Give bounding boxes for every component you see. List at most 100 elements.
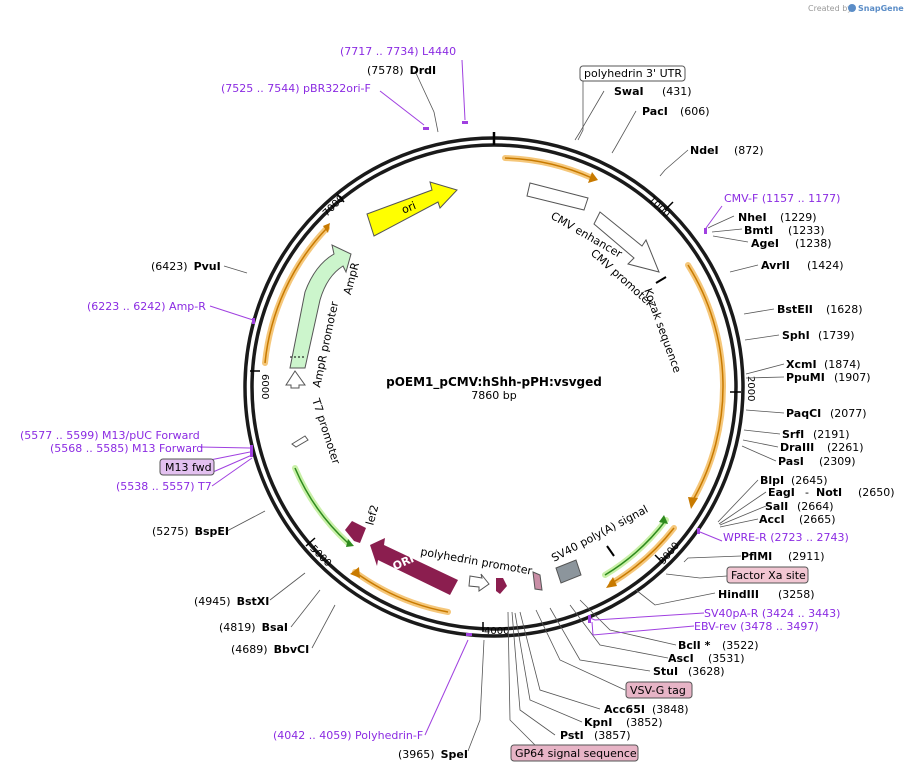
primer-leader-lines <box>199 59 723 736</box>
eagi-name: EagI <box>768 486 795 499</box>
vsvg-tag-feature[interactable] <box>532 571 543 591</box>
bspei-pos: (5275) <box>152 525 189 538</box>
draiii-name: DraIII <box>780 441 814 454</box>
blpi-name: BlpI <box>760 474 784 487</box>
asci-pos: (3531) <box>708 652 745 665</box>
swai-pos: (431) <box>662 85 692 98</box>
paci-name: PacI <box>642 105 668 118</box>
ampr-feature[interactable] <box>289 244 352 369</box>
hindiii-pos: (3258) <box>778 588 815 601</box>
polyhedrin3utr-tag: polyhedrin 3' UTR <box>584 67 682 80</box>
orf-arrowheads <box>323 172 698 588</box>
gp64-tag: GP64 signal sequence <box>515 747 637 760</box>
ppumi-pos: (1907) <box>834 371 871 384</box>
bstxi-pos: (4945) <box>194 595 231 608</box>
bsai-name: BsaI <box>262 621 288 634</box>
kpni-name: KpnI <box>584 716 612 729</box>
m13fwd-tag-box[interactable] <box>159 458 215 476</box>
cmvf-primer: CMV-F (1157 .. 1177) <box>724 192 840 205</box>
sali-pos: (2664) <box>797 500 834 513</box>
ori-label: ori <box>400 199 418 216</box>
gp64-feature[interactable] <box>496 578 507 594</box>
vsvg-tag-box[interactable] <box>625 681 693 699</box>
ppumi-name: PpuMI <box>786 371 825 384</box>
hindiii-name: HindIII <box>718 588 759 601</box>
snapgene-logo-icon <box>848 4 856 12</box>
sv40par-primer: SV40pA-R (3424 .. 3443) <box>704 607 840 620</box>
pflmi-pos: (2911) <box>788 550 825 563</box>
pvui-name: PvuI <box>194 260 221 273</box>
bspei-name: BspEI <box>195 525 229 538</box>
t7-promoter-arrow[interactable] <box>291 435 309 448</box>
cmv-enhancer-feature[interactable] <box>526 182 589 211</box>
tick-2000: 2000 <box>745 376 756 401</box>
bsteii-name: BstEII <box>777 303 813 316</box>
psti-name: PstI <box>560 729 584 742</box>
asci-name: AscI <box>668 652 694 665</box>
agei-pos: (1238) <box>795 237 832 250</box>
vsvg-tag: VSV-G tag <box>630 684 686 697</box>
tick-marks <box>250 193 741 632</box>
orf603-feature[interactable] <box>370 538 458 595</box>
t7-primer: (5538 .. 5557) T7 <box>116 480 212 493</box>
ampr-primer: (6223 .. 6242) Amp-R <box>87 300 206 313</box>
swai-name: SwaI <box>614 85 644 98</box>
gp64-tag-box[interactable] <box>510 744 639 762</box>
bmti-name: BmtI <box>744 224 773 237</box>
spei-name: SpeI <box>441 748 468 761</box>
bcli-pos: (3522) <box>722 639 759 652</box>
bbvci-name: BbvCI <box>274 643 310 656</box>
credit-brand: SnapGene <box>858 4 904 13</box>
factorxa-tag-box[interactable] <box>726 566 809 584</box>
kozak-label: Kozak sequence <box>641 287 684 375</box>
lef2-feature[interactable] <box>345 521 366 543</box>
green-arcs <box>294 467 667 576</box>
ndei-pos: (872) <box>734 144 764 157</box>
avrii-name: AvrII <box>761 259 790 272</box>
pvui-pos: (6423) <box>151 260 188 273</box>
ampr-promoter-arrow[interactable] <box>285 370 306 389</box>
xcmi-pos: (1874) <box>824 358 861 371</box>
pflmi-name: PflMI <box>741 550 772 563</box>
eagi-pos: (2650) <box>858 486 895 499</box>
polyhedrin-promoter-arrow[interactable] <box>468 573 490 592</box>
srfi-name: SrfI <box>782 428 804 441</box>
acc65i-pos: (3848) <box>652 703 689 716</box>
polyhedrin3utr-tag-box[interactable] <box>579 65 686 82</box>
lef2-label: lef2 <box>363 503 381 526</box>
bbvci-pos: (4689) <box>231 643 268 656</box>
orf-arcs <box>264 157 724 613</box>
pbr322orif-primer: (7525 .. 7544) pBR322ori-F <box>221 82 371 95</box>
agei-name: AgeI <box>751 237 779 250</box>
t7-promoter-label: T7 promoter <box>309 396 343 466</box>
blpi-pos: (2645) <box>791 474 828 487</box>
acci-pos: (2665) <box>799 513 836 526</box>
m13fwd-primer: (5568 .. 5585) M13 Forward <box>50 442 203 455</box>
green-arrowhead-1 <box>659 515 668 524</box>
cmv-promoter-feature[interactable] <box>593 211 660 273</box>
srfi-pos: (2191) <box>813 428 850 441</box>
tick-4000: 4000 <box>484 626 509 637</box>
ebvrev-primer: EBV-rev (3478 .. 3497) <box>694 620 819 633</box>
m13fwd-tag: M13 fwd <box>165 461 212 474</box>
drdi-pos: (7578) <box>367 64 404 77</box>
sali-name: SalI <box>765 500 788 513</box>
paqci-pos: (2077) <box>830 407 867 420</box>
pasi-name: PasI <box>778 455 804 468</box>
spei-pos: (3965) <box>398 748 435 761</box>
drdi-name: DrdI <box>410 64 437 77</box>
stui-pos: (3628) <box>688 665 725 678</box>
ndei-name: NdeI <box>690 144 719 157</box>
sphi-name: SphI <box>782 329 810 342</box>
psti-pos: (3857) <box>594 729 631 742</box>
nhei-pos: (1229) <box>780 211 817 224</box>
nhei-name: NheI <box>738 211 767 224</box>
site-leader-lines <box>223 70 785 752</box>
bsteii-pos: (1628) <box>826 303 863 316</box>
bstxi-name: BstXI <box>237 595 270 608</box>
acci-name: AccI <box>759 513 785 526</box>
paci-pos: (606) <box>680 105 710 118</box>
ori-feature[interactable] <box>366 181 458 237</box>
sv40-feature[interactable] <box>555 559 582 584</box>
